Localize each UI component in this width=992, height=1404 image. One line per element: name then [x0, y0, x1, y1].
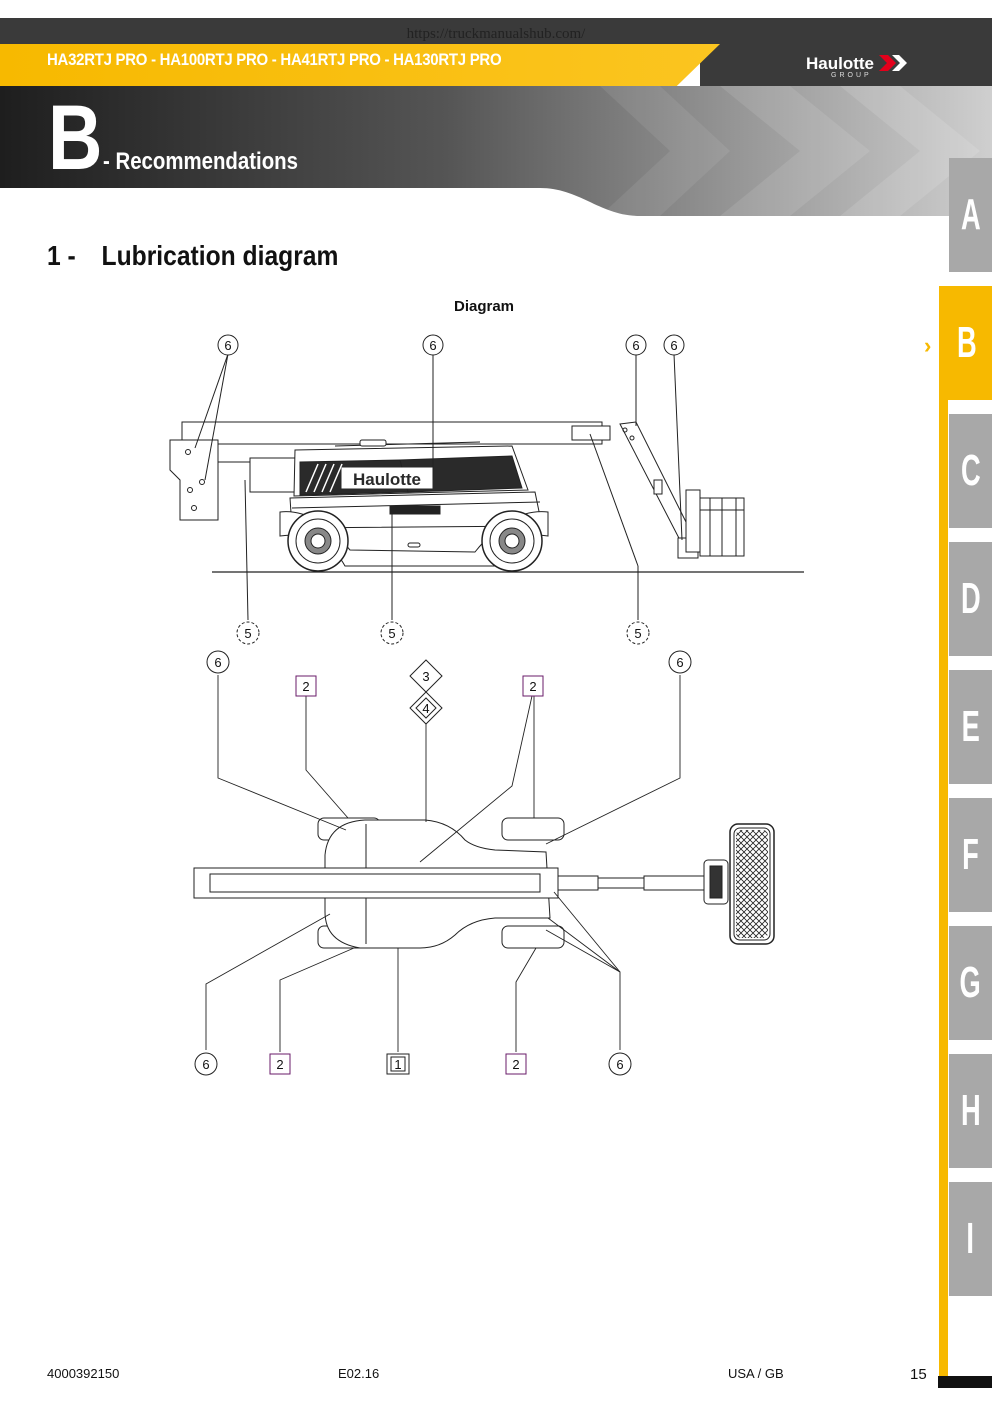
header-right-band	[700, 44, 992, 86]
callout-top-lower-2: 2	[276, 1057, 283, 1072]
doc-number: 4000392150	[47, 1366, 120, 1381]
callout-side-top-3: 6	[632, 338, 639, 353]
heading-title: Lubrication diagram	[101, 240, 339, 271]
page-heading: 1 - Lubrication diagram	[47, 240, 338, 272]
machine-logo-text: Haulotte	[353, 470, 421, 489]
diagram-caption: Diagram	[453, 298, 515, 315]
callout-side-top-4: 6	[670, 338, 677, 353]
model-list: HA32RTJ PRO - HA100RTJ PRO - HA41RTJ PRO…	[47, 50, 502, 69]
callout-top-upper-1: 6	[214, 655, 221, 670]
tab-f[interactable]: F	[949, 798, 992, 912]
callout-side-top-2: 6	[429, 338, 436, 353]
tab-a[interactable]: A	[949, 158, 992, 272]
tab-e[interactable]: E	[949, 670, 992, 784]
tab-c[interactable]: C	[949, 414, 992, 528]
header-top-bar	[0, 18, 992, 46]
callout-top-lower-1: 6	[202, 1057, 209, 1072]
callout-top-upper-3: 3	[422, 669, 429, 684]
page-number: 15	[910, 1366, 927, 1383]
source-url[interactable]: https://truckmanualshub.com/	[406, 26, 586, 42]
edition: E02.16	[338, 1366, 380, 1381]
active-tab-stripe	[939, 286, 948, 1376]
page-bar	[938, 1376, 992, 1388]
section-banner	[0, 86, 992, 216]
heading-number: 1 -	[47, 240, 76, 271]
callout-side-bottom-3: 5	[634, 626, 641, 641]
callout-side-top-1: 6	[224, 338, 231, 353]
callout-top-lower-5: 6	[616, 1057, 623, 1072]
front-wheel	[481, 510, 543, 572]
rear-wheel	[287, 510, 349, 572]
tab-g[interactable]: G	[949, 926, 992, 1040]
section-letter: B	[48, 87, 103, 189]
callout-top-upper-6: 6	[676, 655, 683, 670]
region: USA / GB	[728, 1366, 784, 1381]
brand-logo: Haulotte	[806, 54, 909, 74]
callout-top-lower-4: 2	[512, 1057, 519, 1072]
lubrication-diagram: Haulotte	[169, 334, 804, 1076]
callout-side-bottom-1: 5	[244, 626, 251, 641]
tab-i[interactable]: I	[949, 1182, 992, 1296]
callout-side-bottom-2: 5	[388, 626, 395, 641]
section-tabs: A B C D E F G H I	[941, 158, 992, 1296]
tab-h[interactable]: H	[949, 1054, 992, 1168]
active-tab-arrow-icon: ›	[924, 333, 932, 358]
callout-top-upper-5: 2	[529, 679, 536, 694]
brand-group-label: GROUP	[831, 72, 872, 79]
callout-top-upper-2: 2	[302, 679, 309, 694]
chevron-logo-icon	[878, 55, 907, 71]
section-title: - Recommendations	[103, 148, 298, 175]
callout-top-lower-3: 1	[394, 1057, 401, 1072]
callout-top-upper-4: 4	[422, 701, 429, 716]
tab-b[interactable]: B	[941, 286, 992, 400]
tab-d[interactable]: D	[949, 542, 992, 656]
header-model-band	[0, 44, 720, 86]
